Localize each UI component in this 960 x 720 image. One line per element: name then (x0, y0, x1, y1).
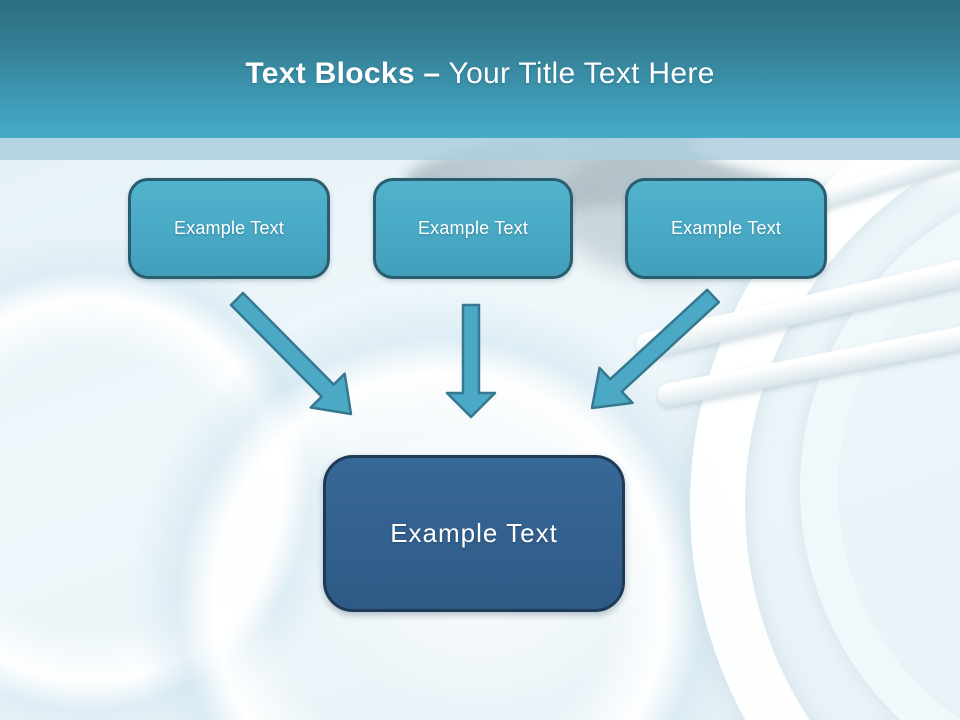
source-box-2[interactable]: Example Text (373, 178, 573, 279)
title-bar: Text Blocks – Your Title Text Here (0, 0, 960, 138)
source-box-2-label: Example Text (417, 218, 529, 238)
arrow-down-left-icon[interactable] (590, 288, 721, 410)
target-box-label: Example Text (390, 518, 558, 548)
source-box-1[interactable]: Example Text (128, 178, 330, 279)
arrow-down-icon[interactable] (445, 303, 497, 419)
source-box-1-label: Example Text (173, 218, 285, 238)
header-divider-band (0, 138, 960, 160)
arrow-down-right-icon[interactable] (229, 291, 353, 416)
target-box[interactable]: Example Text (323, 455, 625, 612)
source-box-3-label: Example Text (670, 218, 782, 238)
source-box-3[interactable]: Example Text (625, 178, 827, 279)
slide-title[interactable]: Text Blocks – Your Title Text Here (245, 47, 714, 91)
slide-title-emphasis: Text Blocks – (245, 57, 441, 90)
slide-title-rest: Your Title Text Here (448, 57, 715, 90)
